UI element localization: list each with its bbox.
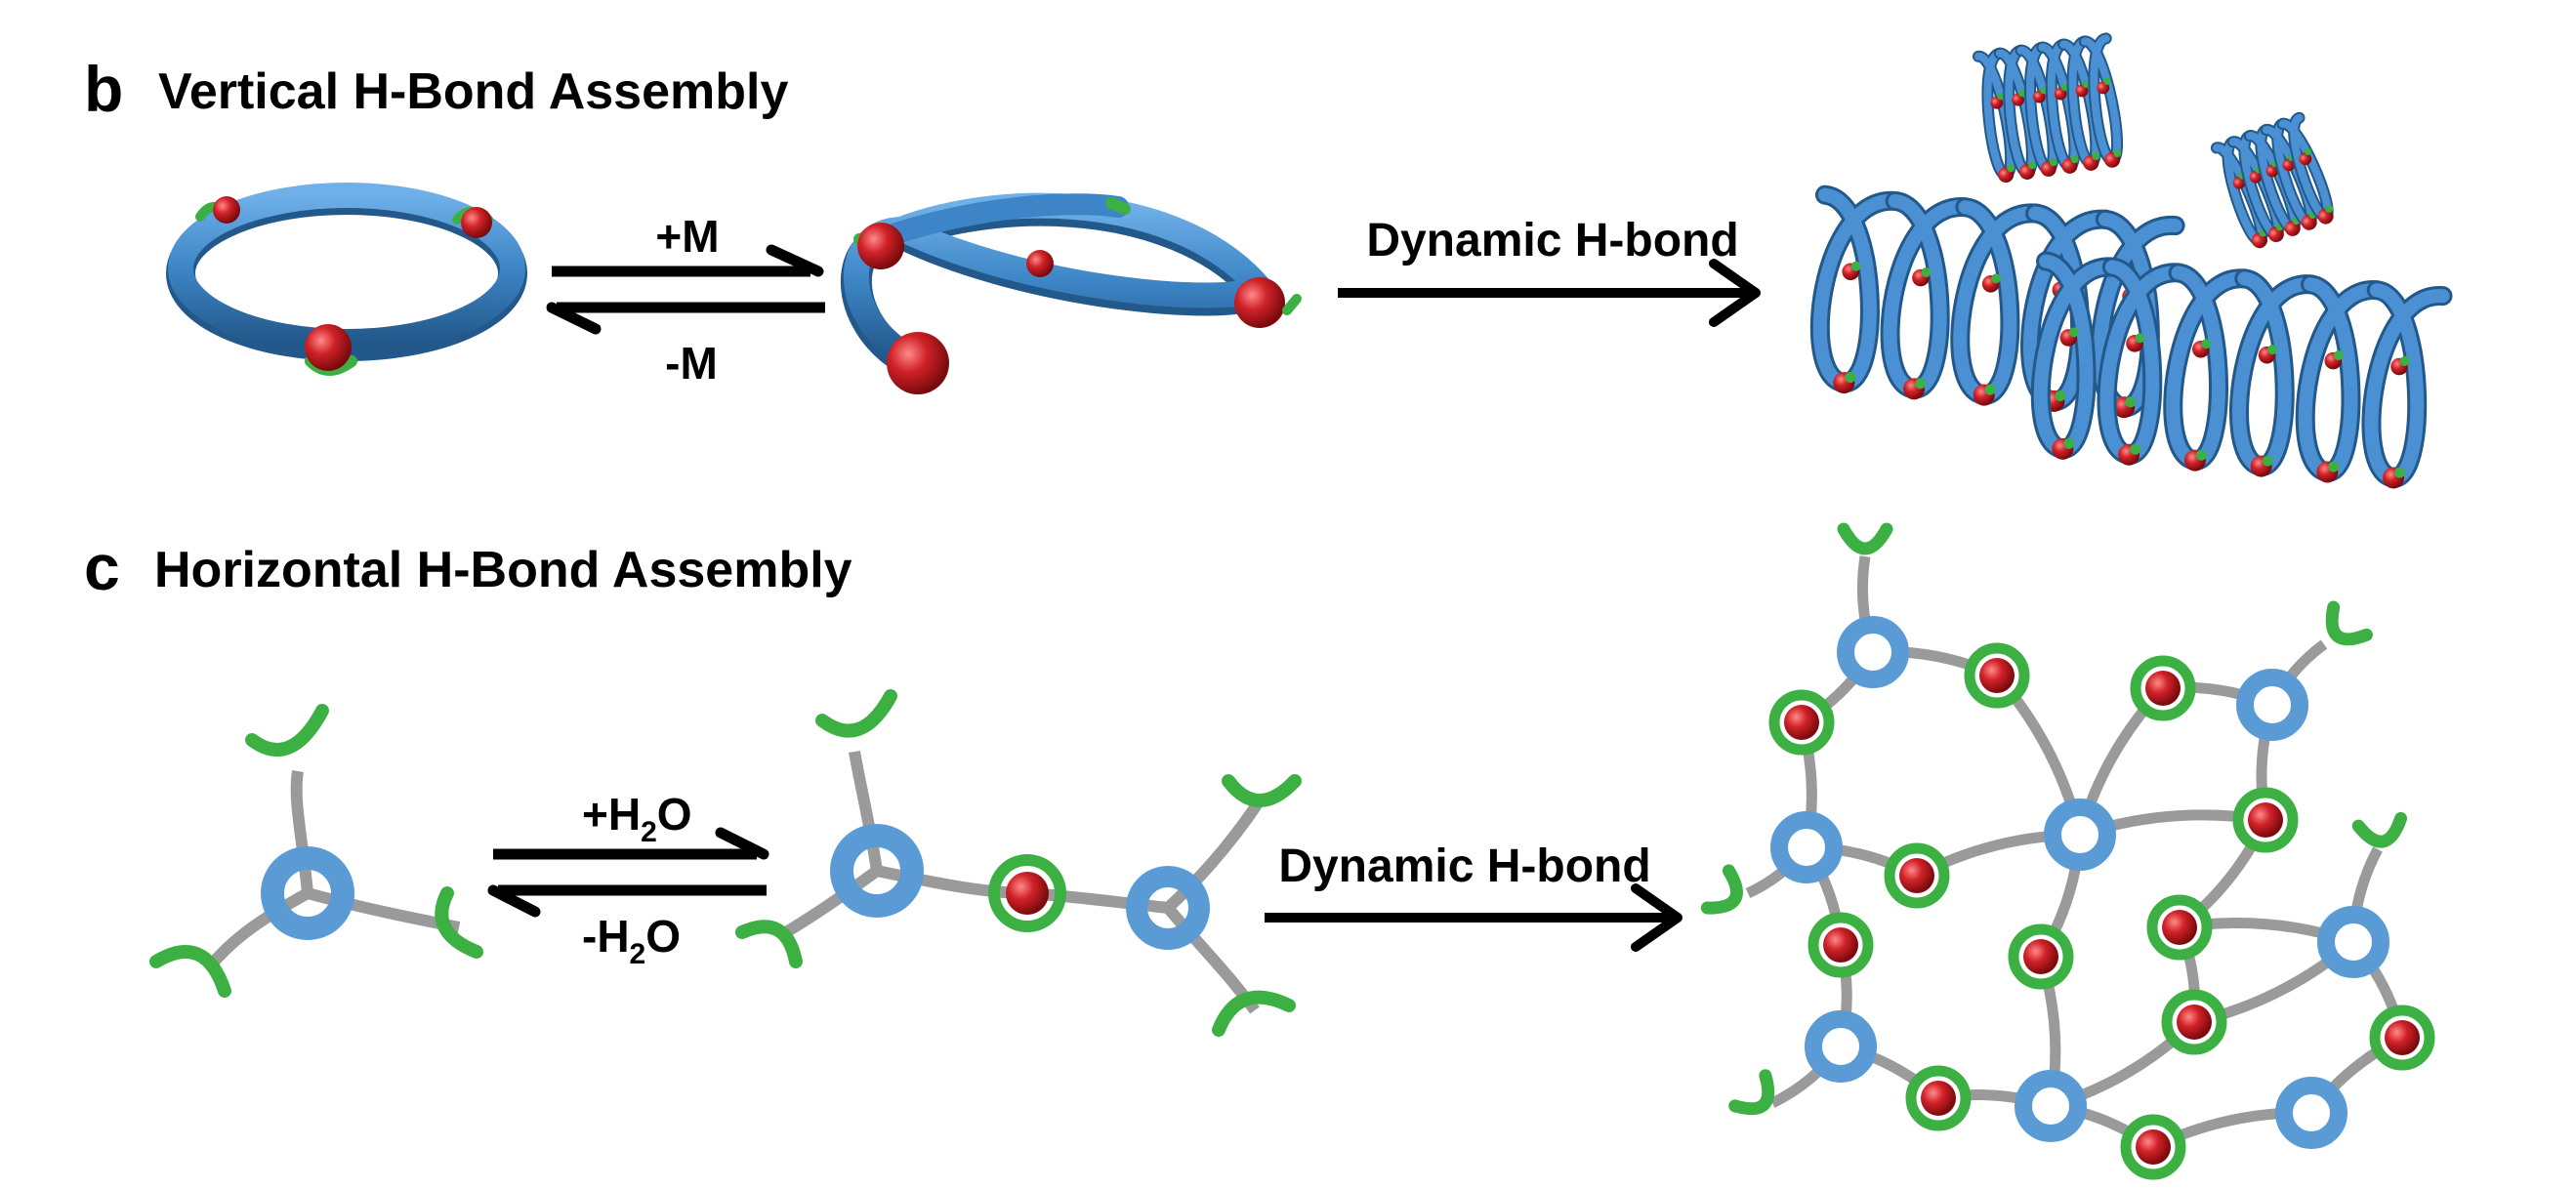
metal-site — [2265, 164, 2279, 178]
metal-site — [2282, 158, 2296, 172]
metal-site — [2023, 939, 2058, 974]
metal-site — [2162, 910, 2197, 945]
ring-complex — [166, 183, 527, 376]
forward-label-c-sub: 2 — [641, 816, 657, 848]
forward-label-c-tail: O — [657, 789, 692, 840]
metal-site — [2145, 671, 2181, 706]
hbond-site — [1914, 378, 1926, 390]
hbond-network — [1700, 522, 2435, 1180]
hbond-site — [2082, 80, 2090, 88]
ligand-node — [2317, 906, 2389, 978]
panel-b-letter: b — [84, 53, 124, 125]
hbond-site — [2135, 333, 2145, 344]
hbond-site — [2325, 204, 2334, 213]
metal-site — [2136, 1129, 2171, 1165]
hbond-site — [2394, 467, 2406, 478]
hbond-site — [2201, 339, 2212, 349]
forward-label-b: +M — [655, 211, 719, 262]
ligand-node — [1837, 616, 1909, 688]
metal-site — [2385, 1020, 2420, 1055]
hbond-site — [2068, 327, 2079, 338]
forward-label-c-main: +H — [582, 789, 641, 840]
dynamic-hbond-label-c: Dynamic H-bond — [1278, 840, 1650, 892]
hbond-site — [2130, 443, 2141, 455]
hbond-arm — [2351, 811, 2408, 848]
hbond-site — [2092, 152, 2100, 161]
hbond-site — [2333, 350, 2344, 361]
metal-site — [452, 207, 493, 238]
panel-c-letter: c — [84, 531, 120, 603]
hbond-site — [2195, 449, 2207, 461]
panel-c-title: Horizontal H-Bond Assembly — [154, 542, 852, 598]
reverse-label-c-sub: 2 — [630, 938, 646, 970]
hbond-arm — [2325, 600, 2373, 646]
hbond-site — [2007, 164, 2015, 173]
hbond-site — [2063, 437, 2075, 449]
metal-site — [305, 324, 357, 376]
helix-assembly — [1809, 32, 2453, 489]
hbond-site — [2055, 390, 2066, 401]
hbond-site — [2399, 356, 2410, 366]
metal-site — [2248, 802, 2283, 838]
tripod-monomer — [149, 704, 483, 998]
helix-coil — [2210, 111, 2334, 249]
metal-site — [2232, 176, 2246, 189]
ligand-node — [2236, 669, 2308, 741]
hbond-site — [2113, 148, 2122, 157]
hbond-site — [2262, 455, 2273, 467]
metal-site — [1899, 858, 1934, 893]
dynamic-hbond-arrow-b — [1338, 259, 1761, 327]
hbond-site — [2267, 345, 2277, 355]
equilibrium-arrows-c — [487, 827, 769, 918]
hbond-site — [1997, 92, 2005, 101]
ligand-node — [2044, 799, 2116, 871]
metal-site — [2177, 1004, 2212, 1040]
ligand-node — [1805, 1010, 1877, 1083]
ligand-node — [2275, 1077, 2347, 1149]
panel-b-title: Vertical H-Bond Assembly — [158, 63, 789, 120]
reverse-label-b: -M — [665, 338, 718, 389]
hbond-site — [1921, 267, 1932, 277]
metal-site — [1979, 658, 2015, 693]
hbond-arm — [1837, 522, 1893, 555]
equilibrium-arrows-b — [546, 244, 825, 335]
hbond-site — [2103, 77, 2111, 85]
opened-helix — [840, 192, 1302, 394]
hbond-arm — [1700, 864, 1743, 915]
ligand-node — [2015, 1070, 2087, 1142]
hbond-site — [2125, 396, 2137, 408]
dynamic-hbond-label-b: Dynamic H-bond — [1366, 215, 1738, 266]
ligand-node — [1770, 811, 1843, 883]
metal-site — [1921, 1081, 1956, 1116]
hbond-site — [2049, 158, 2057, 167]
reverse-label-c: -H2O — [582, 911, 681, 970]
hbond-arm — [1728, 1069, 1775, 1116]
hbond-site — [2060, 83, 2068, 92]
metal-site — [2299, 152, 2312, 166]
hbond-site — [2028, 161, 2037, 170]
metal-site — [1784, 705, 1819, 740]
hbond-site — [2070, 155, 2079, 164]
dimer-complex — [735, 689, 1302, 1037]
metal-site — [1823, 927, 1858, 963]
hbond-site — [1850, 261, 1861, 271]
hbond-site — [1991, 273, 2002, 284]
reverse-label-c-tail: O — [645, 911, 681, 962]
hbond-site — [2328, 461, 2340, 472]
metal-site — [2249, 170, 2263, 184]
hbond-site — [2039, 86, 2048, 95]
helix-coil — [1973, 32, 2124, 184]
hbond-site — [1845, 372, 1856, 384]
hbond-site — [2304, 147, 2312, 155]
helix-coil — [2030, 251, 2453, 489]
reverse-label-c-main: -H — [582, 911, 630, 962]
forward-label-c: +H2O — [582, 789, 692, 848]
metal-site — [195, 196, 240, 224]
hbond-site — [2018, 89, 2026, 98]
helix-turn-highlight — [2364, 283, 2450, 485]
dynamic-hbond-arrow-c — [1265, 883, 1683, 952]
hbond-site — [1984, 384, 1996, 395]
